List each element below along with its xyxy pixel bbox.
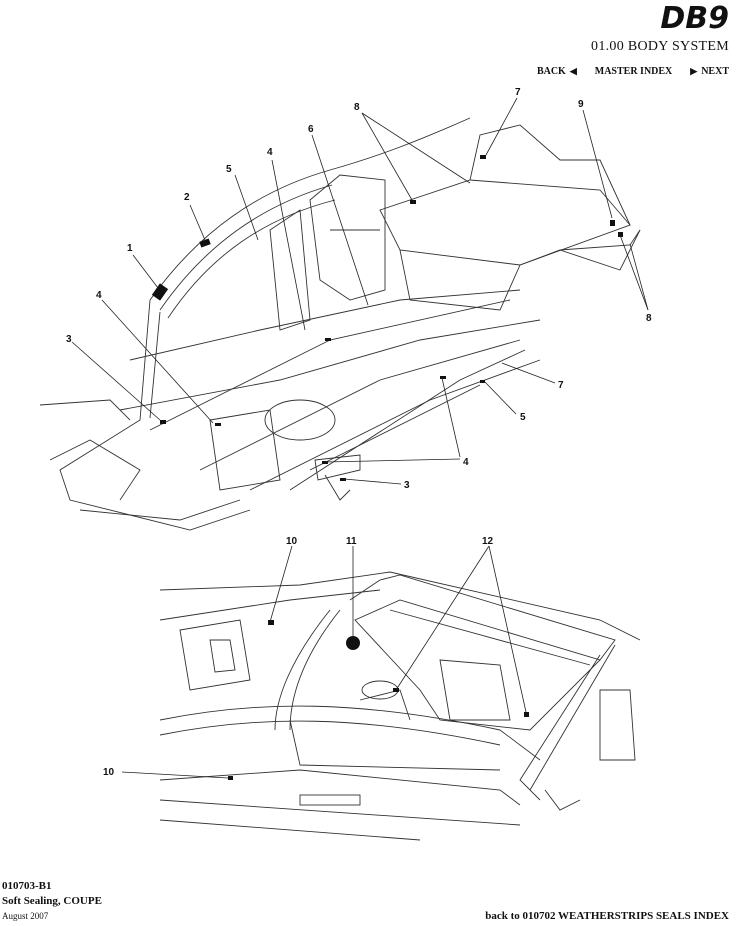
callout-5-top: 5 bbox=[226, 164, 232, 175]
leader-lines-lower bbox=[121, 545, 527, 779]
callout-8-top: 8 bbox=[354, 102, 360, 113]
callout-4-bottom: 4 bbox=[463, 457, 469, 468]
lower-closeup-frame bbox=[159, 571, 641, 841]
db9-logo: DB9 bbox=[660, 1, 729, 34]
callout-1: 1 bbox=[127, 243, 133, 254]
next-link[interactable]: NEXT bbox=[701, 66, 729, 77]
sealing-pads-upper bbox=[151, 155, 623, 481]
callout-7-right: 7 bbox=[558, 380, 564, 391]
document-code: 010703-B1 bbox=[2, 880, 52, 892]
callouts-lower: 10 11 12 10 bbox=[103, 536, 494, 778]
triangle-left-icon[interactable]: ◀ bbox=[569, 66, 577, 76]
logo-text: DB9 bbox=[660, 1, 729, 34]
callout-10-top: 10 bbox=[286, 536, 298, 547]
callout-6: 6 bbox=[308, 124, 314, 135]
callout-4-top: 4 bbox=[267, 147, 273, 158]
document-title: Soft Sealing, COUPE bbox=[2, 895, 102, 907]
sealing-pads-lower bbox=[228, 620, 529, 780]
callout-12: 12 bbox=[482, 536, 494, 547]
callout-3-bottom: 3 bbox=[404, 480, 410, 491]
callout-7-top: 7 bbox=[515, 87, 521, 98]
system-title: 01.00 BODY SYSTEM bbox=[591, 39, 729, 54]
triangle-right-icon[interactable]: ▶ bbox=[690, 66, 698, 76]
master-index-link[interactable]: MASTER INDEX bbox=[594, 66, 673, 77]
callout-5-right: 5 bbox=[520, 412, 526, 423]
nav-bar: BACK ◀ MASTER INDEX ▶ NEXT bbox=[537, 66, 729, 77]
callout-8-right: 8 bbox=[646, 313, 652, 324]
callout-4-left: 4 bbox=[96, 290, 102, 301]
callout-10-left: 10 bbox=[103, 767, 115, 778]
upper-body-frame bbox=[39, 117, 641, 531]
callout-2: 2 bbox=[184, 192, 190, 203]
back-to-index-link[interactable]: back to 010702 WEATHERSTRIPS SEALS INDEX bbox=[485, 910, 729, 922]
document-date: August 2007 bbox=[2, 911, 49, 921]
callout-3-left: 3 bbox=[66, 334, 72, 345]
leader-lines-upper bbox=[71, 97, 649, 485]
callout-9: 9 bbox=[578, 99, 584, 110]
callout-11: 11 bbox=[346, 536, 357, 547]
callouts-upper: 1 2 3 4 5 6 7 8 9 4 3 5 7 8 4 bbox=[66, 87, 652, 491]
back-link[interactable]: BACK bbox=[536, 66, 566, 77]
